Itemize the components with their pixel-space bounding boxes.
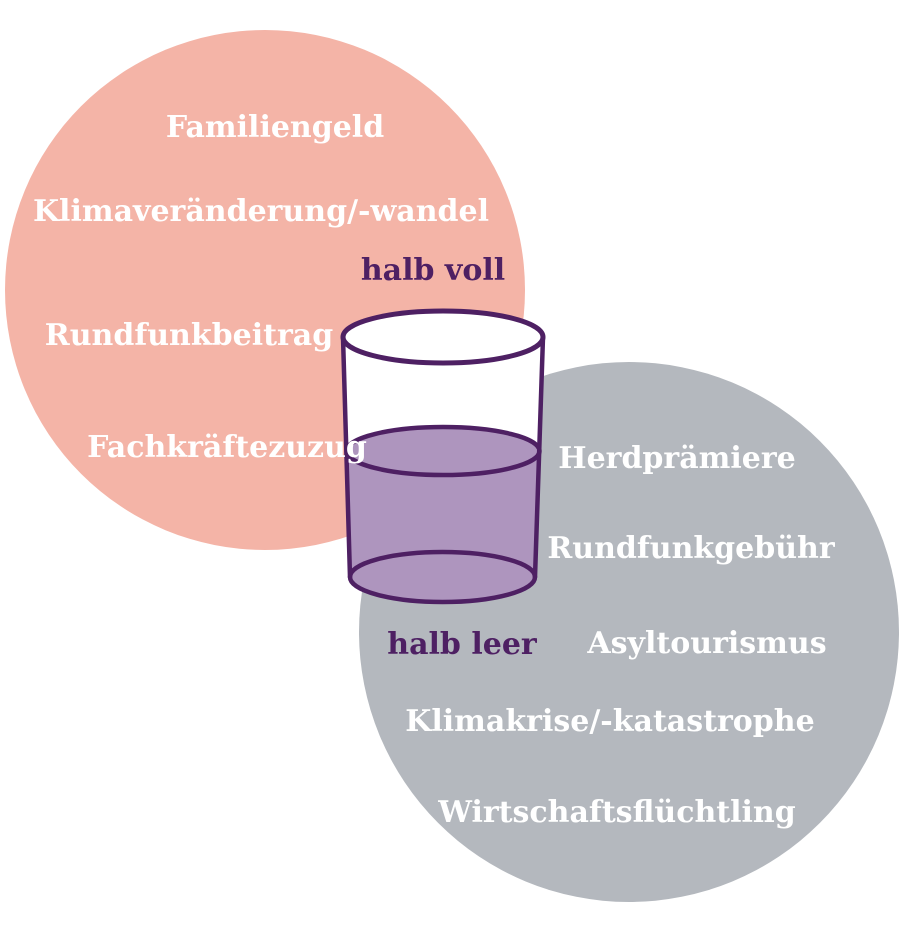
liquid-surface [344,424,542,478]
label-rundfunkgebuehr: Rundfunkgebühr [547,531,835,566]
label-asyltourismus: Asyltourismus [587,626,827,661]
label-klimakrise-katastrophe: Klimakrise/-katastrophe [405,704,815,739]
label-herdpraemiere: Herdprämiere [558,441,796,476]
glass-rim [340,308,546,366]
label-rundfunkbeitrag: Rundfunkbeitrag [44,318,334,353]
label-fachkraeftezuzug: Fachkräftezuzug [87,430,367,465]
label-familiengeld: Familiengeld [165,110,385,145]
label-halb-voll: halb voll [360,253,506,288]
glass-right-wall [532,334,546,580]
label-klimaveraenderung-wandel: Klimaveränderung/-wandel [32,194,490,229]
glass-left-wall [340,334,353,580]
label-wirtschaftsfluechtling: Wirtschaftsflüchtling [438,795,796,830]
label-halb-leer: halb leer [387,627,537,662]
